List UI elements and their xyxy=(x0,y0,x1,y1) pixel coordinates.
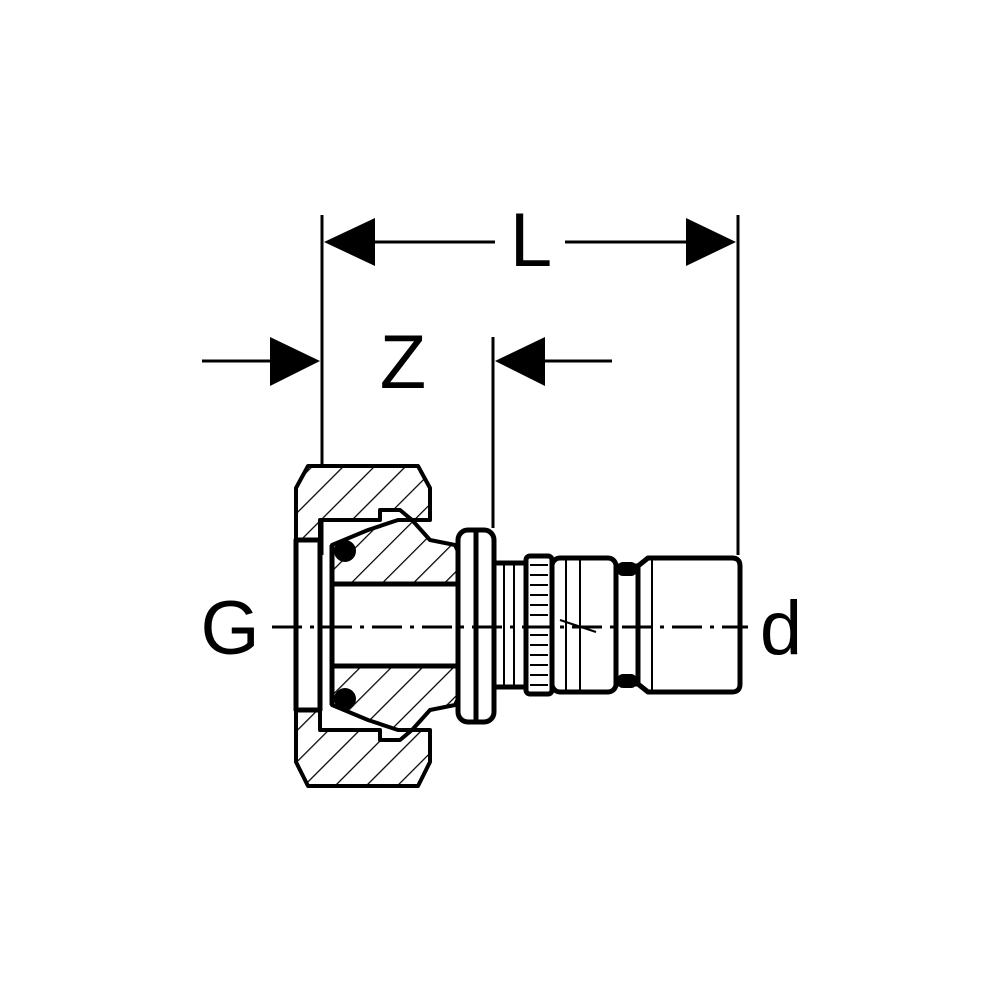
arrowhead-z-left xyxy=(270,337,320,386)
label-d: d xyxy=(760,586,802,671)
arrowhead-l-right xyxy=(686,218,736,266)
arrowhead-l-left xyxy=(324,218,375,266)
grip-ring xyxy=(523,553,555,697)
grip-ring-knurl xyxy=(530,564,548,686)
union-nut-wall xyxy=(293,537,323,713)
seal-ring-bottom xyxy=(617,674,637,688)
dimension-l: L xyxy=(320,198,740,555)
dimension-z: Z xyxy=(202,320,612,528)
seal-groove xyxy=(613,563,641,687)
pipe-stub xyxy=(635,555,743,695)
press-sleeve xyxy=(549,555,619,695)
fitting-body xyxy=(293,464,743,788)
seal-ring-top xyxy=(617,562,637,576)
arrowhead-z-right xyxy=(495,337,545,386)
o-ring-top xyxy=(334,540,356,562)
label-g: G xyxy=(200,586,259,671)
label-l: L xyxy=(510,198,552,283)
o-ring-bottom xyxy=(334,688,356,710)
label-z: Z xyxy=(380,320,426,405)
neck xyxy=(491,560,529,690)
